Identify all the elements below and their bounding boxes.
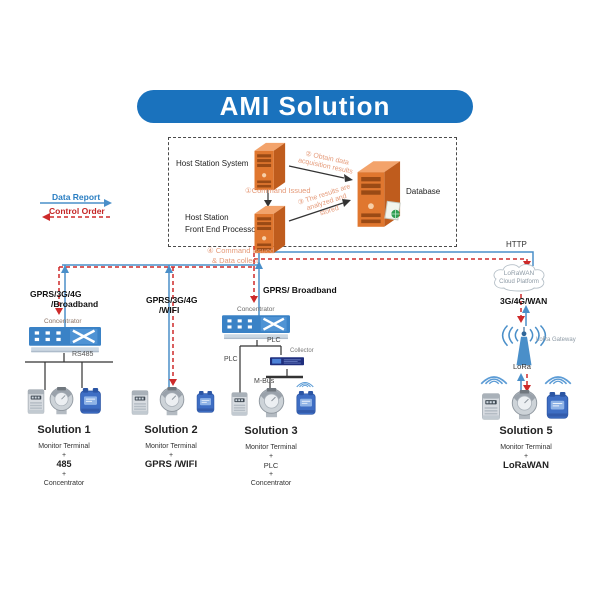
solution3-row1: Monitor Terminal [245, 444, 297, 451]
wifi-waves-icon [480, 376, 508, 385]
round-meter-icon [159, 386, 185, 416]
database-label: Database [406, 187, 441, 196]
solution5-row1: Monitor Terminal [500, 444, 552, 451]
solution5-title: Solution 5 [499, 425, 553, 437]
solution1-plus2: + [61, 471, 67, 478]
solution3-plc-top-label: PLC [267, 337, 281, 344]
solution1-link-label-line1: GPRS/3G/4G [30, 289, 82, 299]
workflow-arrows [267, 165, 345, 222]
fep-label-line2: Front End Processor [185, 225, 259, 234]
host-station-box [168, 137, 457, 247]
host-station-system-label: Host Station System [176, 159, 249, 168]
device-wiring [25, 340, 303, 393]
electric-meter-icon [482, 393, 500, 420]
solution1-title: Solution 1 [37, 424, 91, 436]
host-station-system-server-icon [254, 142, 286, 191]
lora-label: LoRa [513, 362, 531, 371]
solution3-row3: Concentrator [250, 480, 292, 487]
electric-meter-icon [231, 392, 248, 416]
round-meter-icon [258, 387, 285, 418]
fep-label-line1: Host Station [185, 213, 229, 222]
data-report-arrowheads [61, 199, 530, 381]
wifi-waves-icon [544, 376, 572, 385]
page-title: AMI Solution [137, 90, 473, 123]
step1-annotation: ①Command Issued [245, 186, 311, 195]
solution3-plus2: + [268, 471, 274, 478]
gas-meter-icon [296, 390, 316, 415]
gas-meter-icon [546, 391, 569, 419]
solution3-title: Solution 3 [244, 425, 298, 437]
http-label: HTTP [506, 240, 527, 249]
gas-meter-icon [196, 390, 215, 413]
solution2-row2: GPRS /WIFI [144, 459, 198, 470]
round-meter-icon [511, 389, 538, 420]
collector-icon [269, 356, 305, 366]
concentrator-icon [27, 325, 103, 354]
control-order-lines [50, 216, 528, 385]
solution2-plus1: + [168, 452, 174, 459]
data-report-lines [40, 202, 534, 392]
solution1-link-label-line2: /Broadband [51, 299, 99, 309]
round-meter-icon [49, 386, 74, 415]
cloud-label-line1: LoRaWAN [503, 270, 535, 277]
legend-control-order-label: Control Order [49, 206, 105, 216]
electric-meter-icon [131, 390, 149, 415]
step4-annotation-line1: ④ Command issued [207, 246, 275, 255]
solution3-row2: PLC [263, 461, 279, 470]
wifi-waves-icon [296, 381, 314, 388]
solution1-plus1: + [61, 452, 67, 459]
mbus-label: M-Bus [254, 378, 275, 385]
solution1-row2: 485 [56, 459, 72, 469]
database-doc-icon [384, 200, 401, 221]
solution2-link-label-line2: /WIFI [159, 305, 180, 315]
solution3-plus1: + [268, 453, 274, 460]
control-order-arrowheads [42, 213, 531, 392]
solution2-row1: Monitor Terminal [145, 443, 197, 450]
lorawan-cloud-icon [493, 264, 545, 292]
solution2-link-label-line1: GPRS/3G/4G [146, 295, 198, 305]
rs485-label: RS485 [72, 351, 94, 358]
lora-gateway-antenna-icon [501, 324, 547, 366]
solution1-row1: Monitor Terminal [38, 443, 90, 450]
gprs-broadband-label: GPRS/ Broadband [263, 285, 337, 295]
solution5-plus1: + [523, 453, 529, 460]
collector-label: Collector [290, 348, 314, 354]
solution2-title: Solution 2 [144, 424, 198, 436]
solution5-row2: LoRaWAN [503, 460, 549, 471]
solution3-concentrator-label: Concentrator [237, 306, 275, 313]
electric-meter-icon [27, 389, 45, 414]
solution1-concentrator-label: Concentrator [44, 318, 82, 325]
wan-label: 3G/4G/WAN [500, 296, 548, 306]
legend-data-report-label: Data Report [52, 192, 101, 202]
workflow-arrowheads [264, 174, 353, 207]
cloud-label-line2: Cloud Platform [499, 279, 539, 285]
step4-annotation-line2: & Data collect [212, 256, 259, 265]
gas-meter-icon [80, 387, 101, 414]
solution3-plc-left-label: PLC [224, 356, 238, 363]
solution1-row3: Concentrator [43, 480, 85, 487]
lora-gateway-label: LoRa Gateway [536, 337, 576, 343]
